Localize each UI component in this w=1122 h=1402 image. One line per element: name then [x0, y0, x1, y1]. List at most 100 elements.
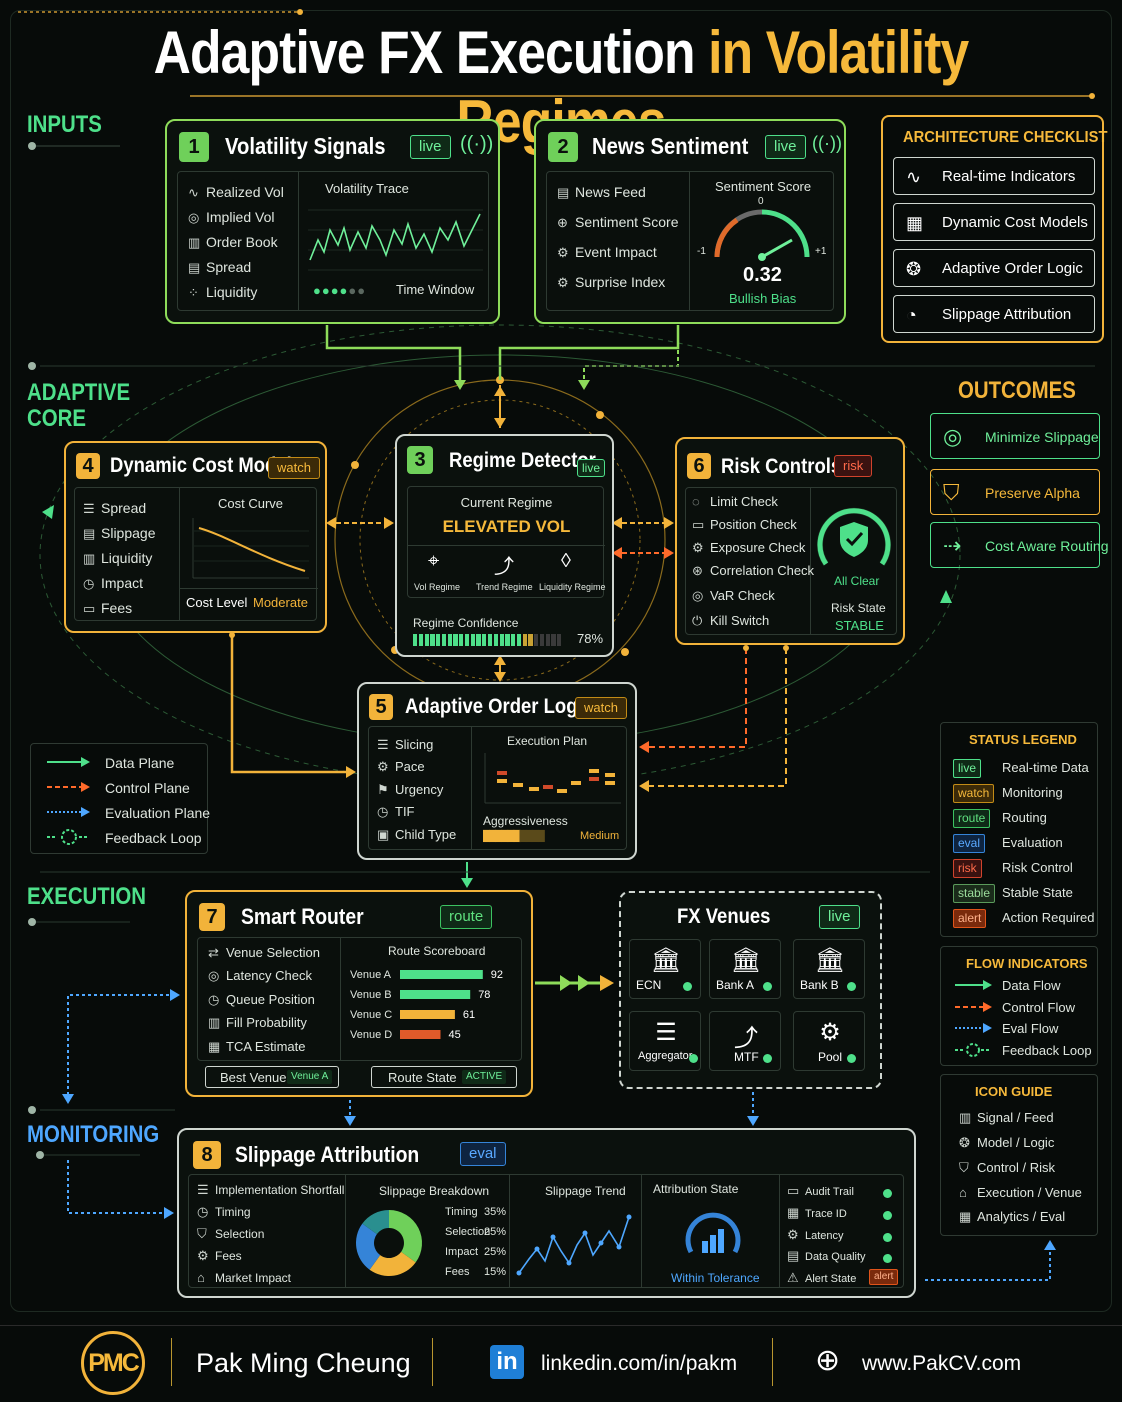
outcome-minimize-slippage[interactable]: ◎Minimize Slippage	[930, 413, 1100, 459]
list-item: ☰Slicing	[377, 737, 434, 752]
target-icon: ◎	[188, 210, 200, 225]
checklist-item[interactable]: ▦Dynamic Cost Models	[893, 203, 1095, 241]
venue-mtf[interactable]: ⤴MTF	[709, 1011, 781, 1071]
outcome-cost-aware-routing[interactable]: ⇢Cost Aware Routing	[930, 522, 1108, 568]
attribution-panel: ☰Implementation Shortfall ◷Timing ⛉Selec…	[188, 1174, 904, 1288]
chart-icon: ▦	[959, 1209, 972, 1224]
website-link[interactable]: www.PakCV.com	[862, 1352, 1022, 1375]
section-dot	[36, 1151, 44, 1159]
confidence-segment	[424, 634, 429, 646]
card-smart-router[interactable]: 7 Smart Router route ⇄Venue Selection ◎L…	[185, 890, 533, 1097]
confidence-segment	[436, 634, 441, 646]
checklist-item[interactable]: ∿Real-time Indicators	[893, 157, 1095, 195]
list-item: ∿Realized Vol	[188, 184, 284, 200]
status-row: ⚠Alert State	[787, 1270, 857, 1285]
status-badge: route	[440, 905, 493, 929]
status-badge: live	[765, 135, 806, 159]
status-dot	[883, 1207, 892, 1225]
badge-watch: watch	[953, 784, 995, 803]
route-venue-label: Venue C	[350, 1009, 392, 1021]
status-row: ▤Data Quality	[787, 1248, 866, 1263]
bars-icon: ▥	[188, 235, 201, 250]
flow-indicator-label: Control Flow	[1002, 1000, 1075, 1015]
section-execution: EXECUTION	[27, 883, 147, 910]
checklist-item[interactable]: ◔Slippage Attribution	[893, 295, 1095, 333]
card-adaptive-order-logic[interactable]: 5 Adaptive Order Logic watch ☰Slicing ⚙P…	[357, 682, 637, 860]
card-volatility-signals[interactable]: 1 Volatility Signals live ((·)) ∿Realize…	[165, 119, 500, 324]
status-badge: live	[410, 135, 451, 159]
calculator-icon: ▦	[787, 1205, 800, 1220]
linkedin-icon[interactable]: in	[490, 1345, 524, 1379]
list-item: ⇄Venue Selection	[208, 945, 320, 960]
card-title: Adaptive Order Logic	[405, 695, 593, 718]
alert-badge: alert	[869, 1269, 899, 1285]
panel-title: Execution Plan	[507, 734, 588, 748]
venue-bank-a[interactable]: 🏛Bank A	[709, 939, 781, 999]
venue-pool[interactable]: ⚙Pool	[793, 1011, 865, 1071]
venue-bank-b[interactable]: 🏛Bank B	[793, 939, 865, 999]
status-row: ⚙Latency	[787, 1227, 844, 1242]
breakdown-label: Impact	[445, 1246, 478, 1258]
list-item: ▣Child Type	[377, 827, 457, 842]
card-number: 4	[76, 453, 100, 479]
venue-ecn[interactable]: 🏛ECN	[629, 939, 701, 999]
list-item: ◷Timing	[197, 1204, 251, 1219]
linkedin-link[interactable]: linkedin.com/in/pakm	[541, 1352, 738, 1375]
list-item: ◎Implied Vol	[188, 209, 275, 225]
checklist-item[interactable]: ❂Adaptive Order Logic	[893, 249, 1095, 287]
route-state-label: Route State	[388, 1070, 457, 1085]
card-number: 2	[548, 132, 578, 162]
status-badge: eval	[460, 1142, 506, 1166]
status-dot	[883, 1250, 892, 1268]
section-dot	[28, 1106, 36, 1114]
globe-icon: ⊕	[815, 1344, 841, 1377]
panel-title: Volatility Trace	[325, 181, 409, 196]
confidence-segment	[488, 634, 493, 646]
venue-aggregator[interactable]: ☰Aggregator	[629, 1011, 701, 1071]
brain-icon: ❂	[959, 1135, 970, 1150]
list-item: ◷TIF	[377, 804, 415, 819]
bars-icon: ▥	[83, 551, 96, 566]
section-dot	[28, 142, 36, 150]
target-icon: ◎	[692, 588, 704, 603]
card-title: Regime Detector	[449, 449, 596, 472]
pulse-icon: ∿	[188, 185, 199, 200]
outcome-preserve-alpha[interactable]: ⛉Preserve Alpha	[930, 469, 1100, 515]
confidence-segment	[459, 634, 464, 646]
section-dot	[28, 918, 36, 926]
card-number: 1	[179, 132, 209, 162]
card-news-sentiment[interactable]: 2 News Sentiment live ((·)) ▤News Feed ⊕…	[534, 119, 846, 324]
breakdown-slice	[356, 1223, 381, 1270]
list-item: ▥Order Book	[188, 234, 278, 250]
list-item: ⌂Market Impact	[197, 1270, 292, 1285]
section-dot	[28, 362, 36, 370]
bank-icon: 🏛	[650, 947, 682, 974]
doc-icon: ▭	[692, 517, 705, 532]
breakdown-label: Selection	[445, 1226, 490, 1238]
card-title: Dynamic Cost Model	[110, 454, 292, 477]
confidence-segment	[447, 634, 452, 646]
confidence-segment	[482, 634, 487, 646]
confidence-segment	[516, 634, 522, 646]
regime-panel: Current Regime ELEVATED VOL ⌖ ⤴ ◊ Vol Re…	[407, 486, 606, 598]
card-risk-controls[interactable]: 6 Risk Controls risk ◌Limit Check ▭Posit…	[675, 437, 905, 645]
power-icon: ⏻	[692, 613, 703, 628]
list-item: ▤News Feed	[557, 184, 646, 200]
breakdown-value: 25%	[484, 1226, 506, 1238]
gear-icon: ⚙	[787, 1227, 799, 1242]
legend-label: Evaluation	[1002, 835, 1063, 850]
target-icon: ⊕	[557, 215, 568, 230]
all-clear-label: All Clear	[834, 574, 880, 588]
signals-panel: ∿Realized Vol ◎Implied Vol ▥Order Book ▤…	[177, 171, 489, 311]
regime-icon-label: Trend Regime	[476, 582, 533, 592]
crosshair-icon: ⌖	[428, 550, 440, 572]
brain-icon: ❂	[906, 259, 922, 279]
card-slippage-attribution[interactable]: 8 Slippage Attribution eval ☰Implementat…	[177, 1128, 916, 1298]
card-regime-detector[interactable]: 3 Regime Detector live Current Regime EL…	[395, 434, 614, 657]
chart-icon: ⤴	[734, 1025, 758, 1052]
flow-indicator-label: Data Flow	[1002, 978, 1061, 993]
card-dynamic-cost-model[interactable]: 4 Dynamic Cost Model watch ☰Spread ▤Slip…	[64, 441, 327, 633]
card-number: 7	[199, 903, 225, 931]
confidence-value: 78%	[577, 631, 604, 646]
